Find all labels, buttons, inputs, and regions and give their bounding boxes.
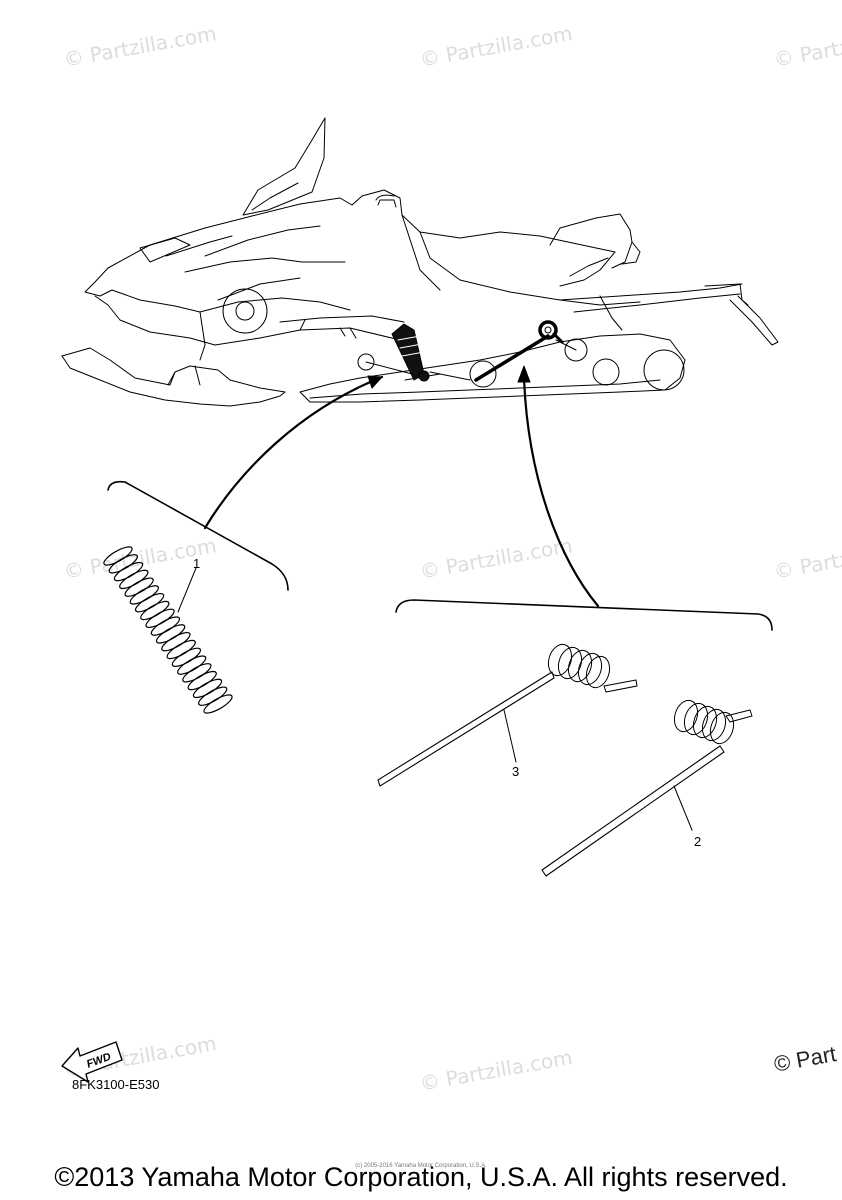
callout-number-2: 2 [694,834,702,849]
leader-line-part1 [203,375,384,530]
coil-turn [166,639,196,660]
fwd-arrow-icon: FWD [61,1041,123,1083]
coil-turn [203,694,233,714]
copyright-footer: ©2013 Yamaha Motor Corporation, U.S.A. A… [54,1162,788,1192]
callout-leader-part2 [673,785,693,831]
torsion-spring-part2 [541,699,753,877]
small-credit: (c) 2005-2016 Yamaha Motor Corporation, … [355,1163,487,1169]
coil-turn [134,593,165,613]
callout-number-1: 1 [193,556,201,571]
callout-leader-part3 [503,709,517,763]
callout-leader-part1 [177,567,197,613]
coil-turn [124,577,154,597]
coil-spring-part1 [103,546,233,714]
diagram-code: 8FK3100-E530 [72,1077,160,1092]
coil-turn [177,655,207,675]
snowmobile-illustration [61,117,779,407]
leader-line-part2-3 [522,376,600,608]
coil-turn [108,554,138,574]
torsion-spring-part3 [377,643,638,787]
arrowhead-icon [367,375,383,389]
bracket-part1 [107,480,289,591]
coil-turn [192,678,223,699]
coil-turn [150,616,181,636]
bracket-part2-3 [395,599,773,631]
arrowhead-icon [517,365,531,383]
callout-number-3: 3 [512,764,520,779]
